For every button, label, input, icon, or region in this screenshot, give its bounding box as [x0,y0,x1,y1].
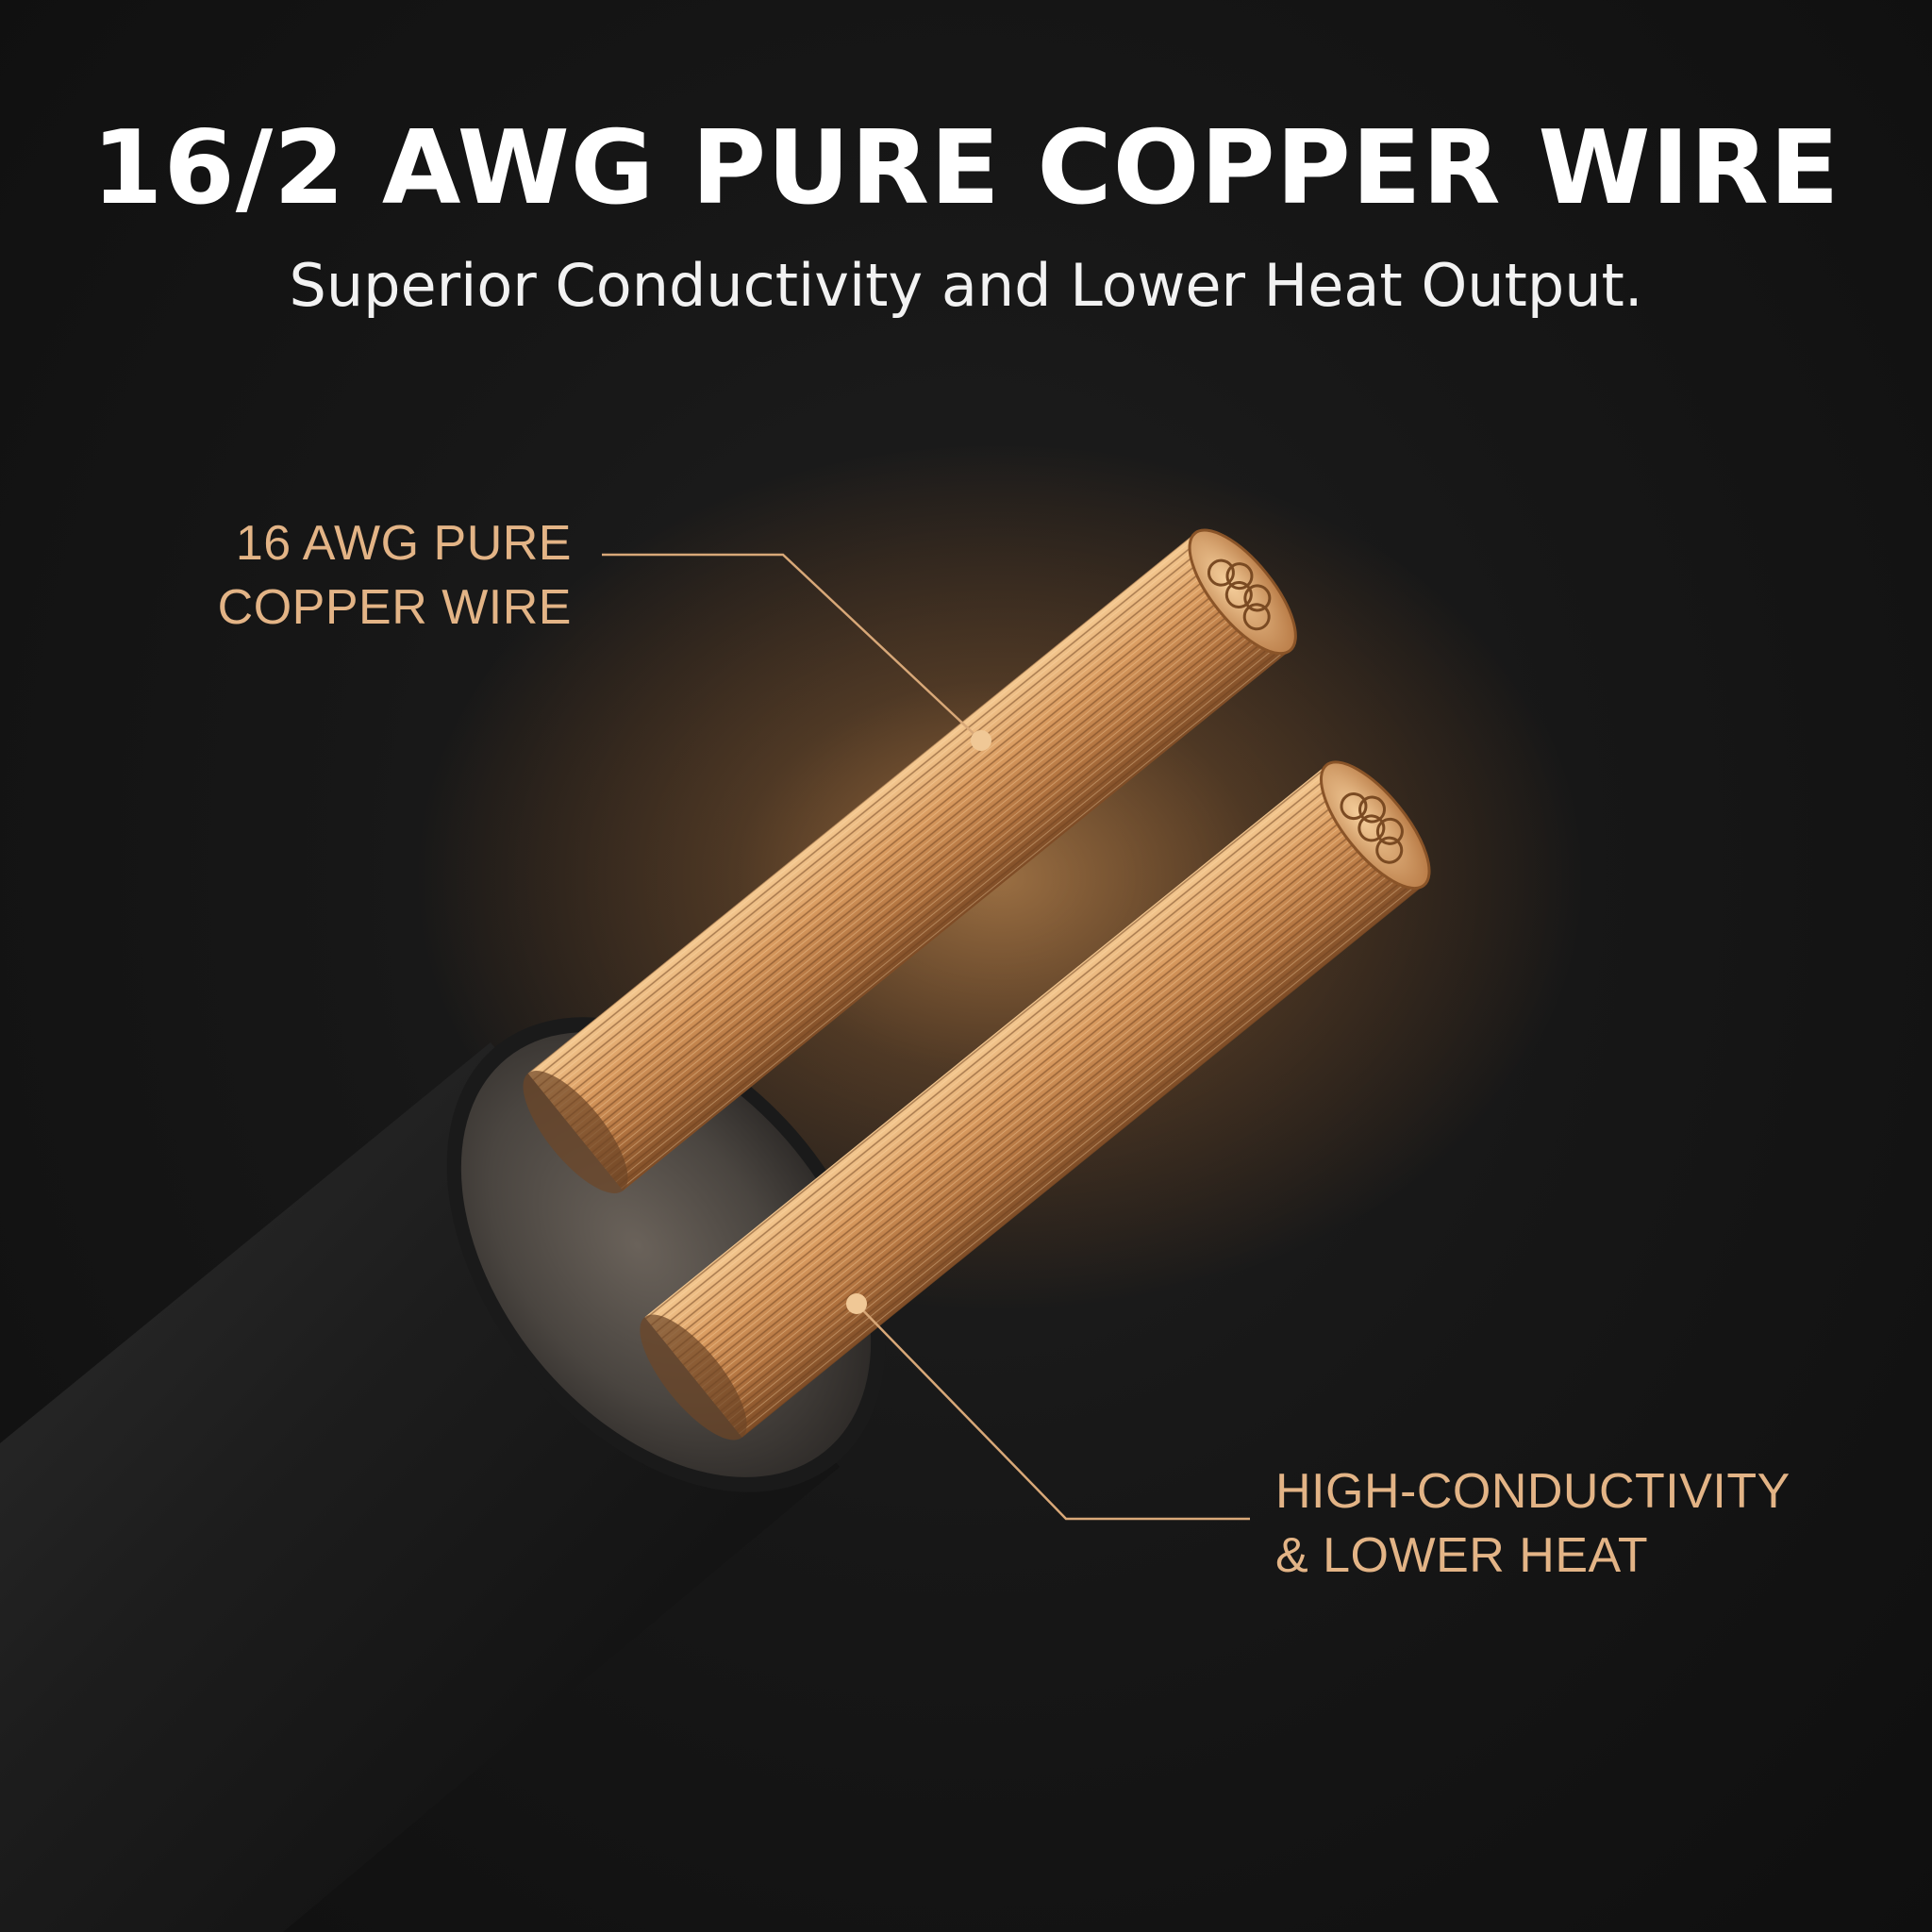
callout-top: 16 AWG PURE COPPER WIRE [218,511,572,640]
lower-copper-conductor [640,760,1431,1441]
callout-top-line-2: COPPER WIRE [217,580,572,635]
callout-bottom-line-2: & LOWER HEAT [1275,1528,1649,1583]
callout-bottom-line-1: HIGH-CONDUCTIVITY [1275,1464,1790,1519]
page-title: 16/2 AWG PURE COPPER WIRE [92,109,1840,227]
page-subtitle: Superior Conductivity and Lower Heat Out… [289,251,1643,320]
callout-top-dot [971,730,991,751]
callout-top-leader-line [602,553,982,741]
upper-copper-conductor [523,528,1297,1193]
callout-bottom-leader-line [856,1303,1250,1521]
callout-bottom-dot [846,1293,867,1314]
callout-bottom: HIGH-CONDUCTIVITY & LOWER HEAT [1275,1459,1790,1588]
callout-top-line-1: 16 AWG PURE [235,516,572,571]
